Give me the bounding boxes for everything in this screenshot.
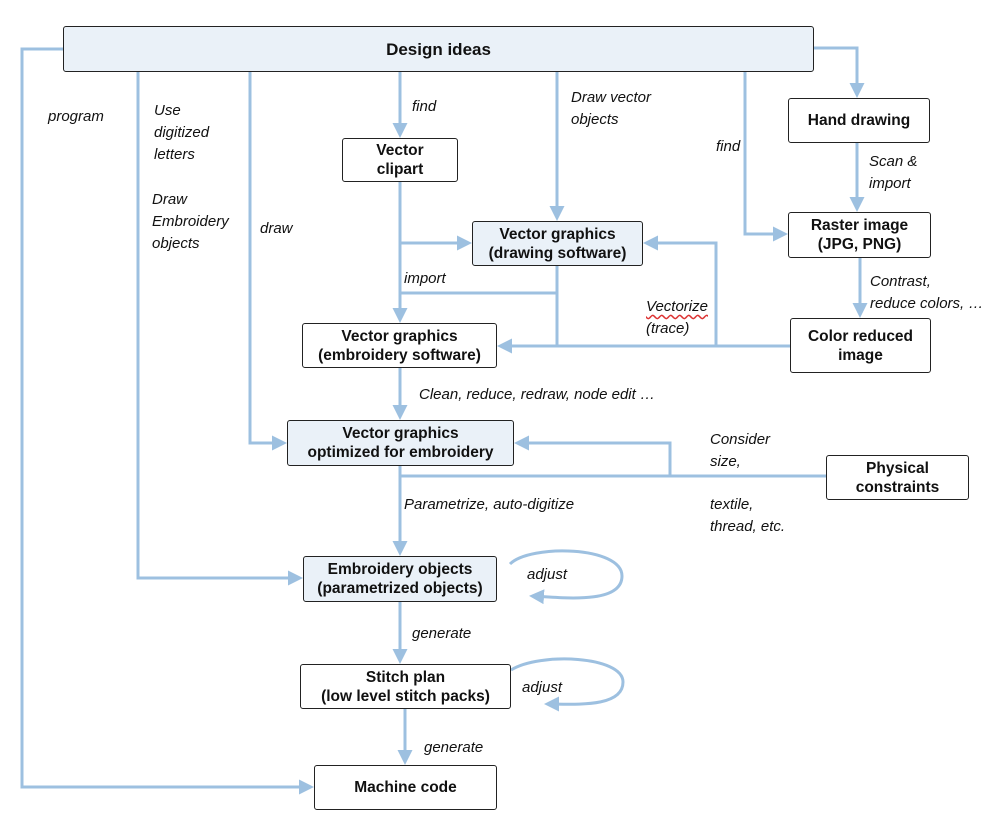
label-consider-size-line: Consider xyxy=(710,431,771,448)
label-draw-embroidery-objects-line: objects xyxy=(152,235,200,252)
stitch-plan-box-line: Stitch plan xyxy=(365,668,446,686)
label-parametrize: Parametrize, auto-digitize xyxy=(404,494,574,516)
vector-clipart-box: Vector clipart xyxy=(342,138,458,182)
vector-graphics-drawing-box-line: (drawing software) xyxy=(488,244,627,262)
label-draw-vector-objects-line: Draw vector xyxy=(571,89,652,106)
label-use-digitized-letters: Use digitized letters xyxy=(154,100,209,166)
label-generate-stitch: generate xyxy=(412,623,471,645)
label-adjust-stitch-line: adjust xyxy=(522,679,563,696)
label-use-digitized-letters-line: Use xyxy=(154,102,181,119)
label-find-clipart: find xyxy=(412,96,436,118)
label-contrast-reduce-colors-line: Contrast, xyxy=(870,273,931,290)
vector-graphics-embroidery-box-line: (embroidery software) xyxy=(318,346,481,364)
label-scan-import-line: Scan & xyxy=(869,153,918,170)
label-generate-machine-line: generate xyxy=(424,739,484,756)
vector-clipart-box-line: clipart xyxy=(376,161,424,178)
color-reduced-image-box-line: Color reduced xyxy=(807,327,914,345)
design-ideas-box-line: Design ideas xyxy=(386,39,491,59)
vector-clipart-box-line: Vector xyxy=(376,142,424,159)
label-vectorize-line: Vectorize xyxy=(646,298,708,315)
label-scan-import: Scan & import xyxy=(869,151,917,195)
label-generate-machine: generate xyxy=(424,737,483,759)
label-draw-vector-objects-line: objects xyxy=(571,111,619,128)
stitch-plan-box-line: (low level stitch packs) xyxy=(321,687,490,705)
label-vectorize: Vectorize xyxy=(646,296,708,318)
label-program: program xyxy=(48,106,104,128)
edge-letters-to-objects xyxy=(136,72,303,586)
vector-graphics-embroidery-box: Vector graphics(embroidery software) xyxy=(302,323,497,368)
embroidery-objects-box: Embroidery objects (parametrized objects) xyxy=(303,556,497,602)
hand-drawing-box-line: Hand drawing xyxy=(807,112,911,129)
vector-graphics-embroidery-box-line: Vector graphics xyxy=(341,327,458,345)
raster-image-box-line: (JPG, PNG) xyxy=(817,236,902,253)
vector-graphics-drawing-box-line: Vector graphics xyxy=(499,225,616,243)
vector-graphics-drawing-box: Vector graphics(drawing software) xyxy=(472,221,643,266)
machine-code-box: Machine code xyxy=(314,765,497,810)
label-trace: (trace) xyxy=(646,318,689,340)
design-ideas-box: Design ideas xyxy=(63,26,814,72)
label-scan-import-line: import xyxy=(869,175,911,192)
edge-drawing-to-embroidery xyxy=(497,293,559,354)
machine-code-box-line: Machine code xyxy=(354,779,457,796)
embroidery-objects-box-line: (parametrized objects) xyxy=(317,580,483,597)
label-program-line: program xyxy=(48,108,104,125)
label-textile-thread: textile, thread, etc. xyxy=(710,494,785,538)
label-contrast-reduce-colors: Contrast, reduce colors, … xyxy=(870,271,983,315)
label-generate-stitch-line: generate xyxy=(412,625,472,642)
label-use-digitized-letters-line: digitized xyxy=(154,124,210,141)
edge-adjust-objects-loop xyxy=(508,549,624,605)
raster-image-box: Raster image (JPG, PNG) xyxy=(788,212,931,258)
label-import: import xyxy=(404,268,446,290)
label-consider-size: Consider size, xyxy=(710,429,770,473)
raster-image-box-line: Raster image xyxy=(810,217,909,234)
label-draw-embroidery-objects-line: Embroidery xyxy=(152,213,229,230)
label-clean-reduce: Clean, reduce, redraw, node edit … xyxy=(419,384,655,406)
edge-design-to-hand xyxy=(814,46,865,98)
label-adjust-stitch: adjust xyxy=(522,677,562,699)
label-draw-vector-objects: Draw vector objects xyxy=(571,87,651,131)
label-consider-size-line: size, xyxy=(710,453,741,470)
label-use-digitized-letters-line: letters xyxy=(154,146,195,163)
vector-graphics-optimized-box: Vector graphics optimized for embroidery xyxy=(287,420,514,466)
edge-program-to-machine xyxy=(20,47,314,795)
vector-graphics-optimized-box-line: optimized for embroidery xyxy=(307,444,494,461)
edge-adjust-stitch-loop xyxy=(510,657,625,712)
stitch-plan-box: Stitch plan(low level stitch packs) xyxy=(300,664,511,709)
label-adjust-objects: adjust xyxy=(527,564,567,586)
label-find-clipart-line: find xyxy=(412,98,437,115)
edge-draw-to-optimized xyxy=(248,72,287,451)
label-import-line: import xyxy=(404,270,446,287)
label-draw-embroidery-objects-line: Draw xyxy=(152,191,188,208)
label-textile-thread-line: thread, etc. xyxy=(710,518,786,535)
label-draw-line: draw xyxy=(260,220,293,237)
embroidery-objects-box-line: Embroidery objects xyxy=(327,561,473,578)
physical-constraints-box-line: constraints xyxy=(855,478,940,496)
physical-constraints-box-line: Physical xyxy=(866,459,929,477)
label-find-raster: find xyxy=(716,136,740,158)
label-contrast-reduce-colors-line: reduce colors, … xyxy=(870,295,984,312)
vector-graphics-optimized-box-line: Vector graphics xyxy=(342,425,459,442)
edge-vectorize-to-drawing xyxy=(643,235,718,346)
label-clean-reduce-line: Clean, reduce, redraw, node edit … xyxy=(419,386,655,403)
color-reduced-image-box-line: image xyxy=(838,346,883,364)
label-trace-line: (trace) xyxy=(646,320,690,337)
edge-find-to-raster xyxy=(743,72,788,242)
label-adjust-objects-line: adjust xyxy=(527,566,568,583)
label-draw: draw xyxy=(260,218,293,240)
label-parametrize-line: Parametrize, auto-digitize xyxy=(404,496,575,513)
edge-physical-to-optimized xyxy=(514,435,826,478)
label-find-raster-line: find xyxy=(716,138,741,155)
label-textile-thread-line: textile, xyxy=(710,496,754,513)
hand-drawing-box: Hand drawing xyxy=(788,98,930,143)
